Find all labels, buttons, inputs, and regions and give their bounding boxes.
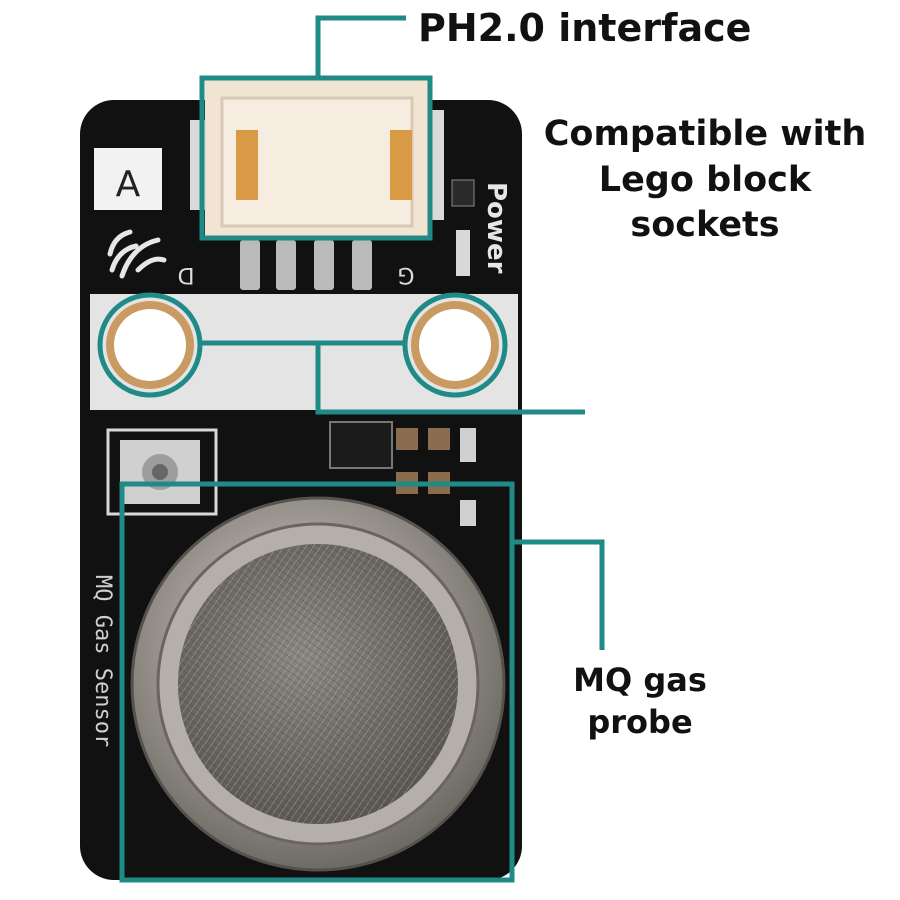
probe-highlight-box	[119, 481, 515, 883]
leader-mq	[512, 539, 605, 650]
pin-label-left: D	[178, 262, 195, 287]
potentiometer	[106, 428, 218, 516]
power-label: Power	[481, 182, 511, 274]
callout-lines	[97, 15, 605, 883]
gas-icon	[107, 229, 167, 279]
corner-letter: A	[116, 164, 141, 205]
connector-pins	[240, 240, 372, 290]
corner-letter-box	[94, 148, 162, 210]
leader-lego	[315, 343, 585, 415]
pin-label-right: G	[397, 262, 414, 287]
leader-ph	[315, 15, 406, 78]
sensor-side-text: MQ Gas Sensor	[90, 575, 115, 747]
callout-ph-interface: PH2.0 interface	[418, 6, 752, 50]
power-led	[456, 230, 470, 276]
